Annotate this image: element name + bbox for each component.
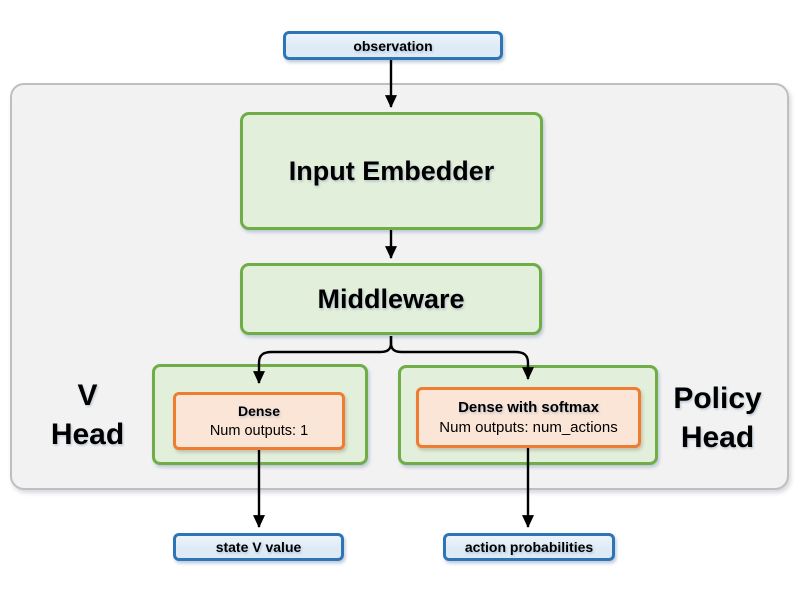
action-probabilities-label: action probabilities	[464, 539, 594, 555]
action-probabilities-node: action probabilities	[443, 533, 615, 561]
input-embedder-node: Input Embedder	[240, 112, 543, 230]
state-v-value-node: state V value	[173, 533, 344, 561]
v-head-title-line2: Head	[50, 418, 125, 451]
v-head-dense-title: Dense	[237, 402, 281, 419]
observation-label: observation	[353, 37, 433, 54]
v-head-title: V Head	[25, 376, 150, 454]
middleware-label: Middleware	[317, 283, 465, 314]
policy-head-title: Policy Head	[655, 379, 780, 457]
v-head-dense-node: Dense Num outputs: 1	[173, 392, 345, 450]
policy-head-title-line1: Policy	[673, 382, 762, 415]
v-head-dense-subtitle: Num outputs: 1	[209, 422, 309, 439]
policy-head-dense-title: Dense with softmax	[458, 399, 599, 416]
middleware-node: Middleware	[240, 263, 542, 335]
v-head-title-line1: V	[77, 379, 98, 412]
observation-node: observation	[283, 31, 503, 60]
policy-head-title-line2: Head	[680, 421, 755, 454]
input-embedder-label: Input Embedder	[288, 155, 495, 186]
state-v-value-label: state V value	[215, 539, 302, 555]
policy-head-dense-node: Dense with softmax Num outputs: num_acti…	[416, 387, 641, 448]
policy-head-dense-subtitle: Num outputs: num_actions	[439, 419, 618, 436]
